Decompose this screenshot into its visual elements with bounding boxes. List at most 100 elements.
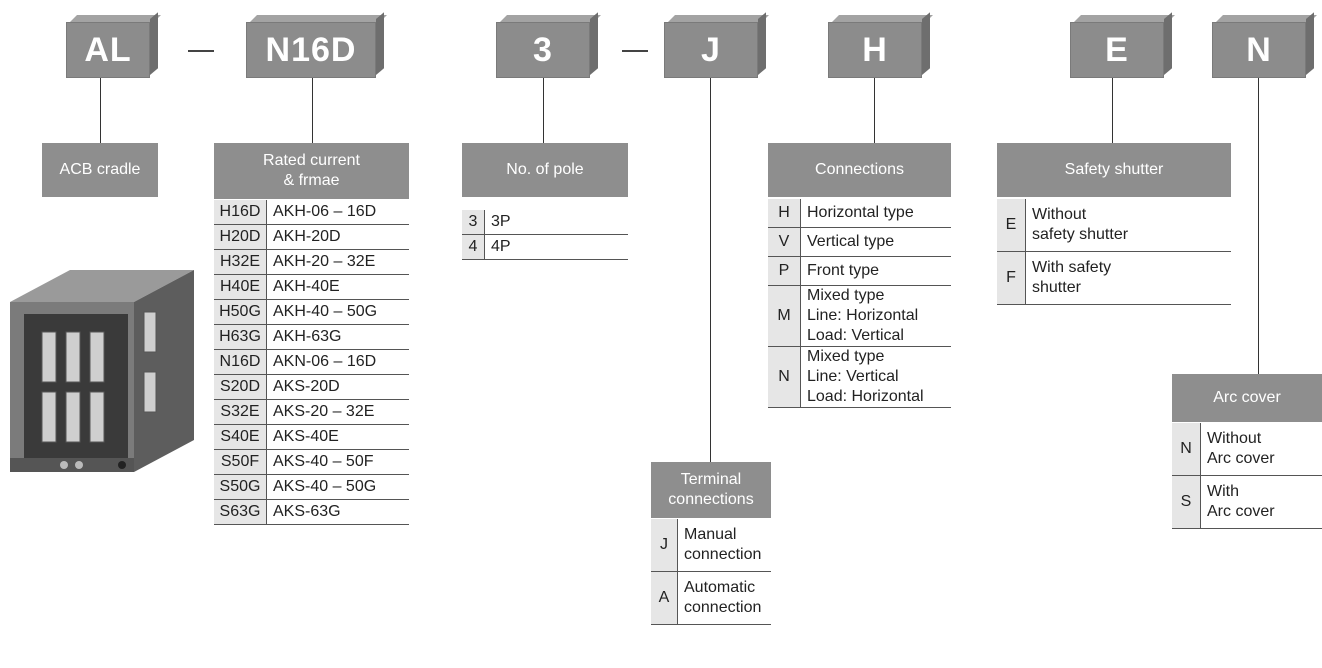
connector-line [874, 78, 875, 143]
option-code: S [1172, 475, 1201, 529]
option-code: N [768, 346, 801, 408]
option-code: H63G [214, 324, 267, 350]
option-description: AKS-63G [266, 499, 409, 525]
option-code: S50G [214, 474, 267, 500]
option-code: 3 [462, 210, 485, 235]
connector-line [312, 78, 313, 143]
option-description: AKH-40E [266, 274, 409, 300]
option-description: 4P [484, 234, 628, 260]
option-description: Without Arc cover [1200, 423, 1322, 476]
option-code: S32E [214, 399, 267, 425]
option-code: V [768, 227, 801, 257]
code-3-text: 3 [533, 30, 553, 69]
option-description: Without safety shutter [1025, 199, 1231, 252]
option-description: Horizontal type [800, 199, 951, 228]
connector-line [710, 78, 711, 462]
option-code: H50G [214, 299, 267, 325]
option-description: With Arc cover [1200, 475, 1322, 529]
option-code: M [768, 285, 801, 347]
option-code: J [651, 519, 678, 572]
option-description: 3P [484, 210, 628, 235]
code-h-text: H [862, 30, 888, 69]
option-description: Front type [800, 256, 951, 286]
code-j-text: J [701, 30, 721, 69]
option-code: H40E [214, 274, 267, 300]
separator-dash [188, 50, 214, 52]
option-code: F [997, 251, 1026, 305]
option-description: AKH-63G [266, 324, 409, 350]
option-description: AKS-40E [266, 424, 409, 450]
option-description: AKH-20D [266, 224, 409, 250]
no-of-pole-header: No. of pole [462, 143, 628, 197]
option-description: AKS-40 – 50G [266, 474, 409, 500]
terminal-connections-header: Terminal connections [651, 462, 771, 518]
option-code: N16D [214, 349, 267, 375]
option-code: S63G [214, 499, 267, 525]
option-description: AKN-06 – 16D [266, 349, 409, 375]
option-code: N [1172, 423, 1201, 476]
connector-line [100, 78, 101, 143]
separator-dash [622, 50, 648, 52]
option-description: Vertical type [800, 227, 951, 257]
connector-line [543, 78, 544, 143]
code-block-h: H [828, 12, 933, 78]
code-block-al: AL [66, 12, 161, 78]
option-code: S40E [214, 424, 267, 450]
option-description: AKH-20 – 32E [266, 249, 409, 275]
code-e-text: E [1105, 30, 1129, 69]
option-code: A [651, 571, 678, 625]
connector-line [1112, 78, 1113, 143]
acb-cradle-image [10, 270, 194, 472]
option-description: Mixed type Line: Vertical Load: Horizont… [800, 346, 951, 408]
option-code: E [997, 199, 1026, 252]
option-code: H32E [214, 249, 267, 275]
option-description: Mixed type Line: Horizontal Load: Vertic… [800, 285, 951, 347]
code-n-text: N [1246, 30, 1272, 69]
acb-cradle-header: ACB cradle [42, 143, 158, 197]
option-description: Manual connection [677, 519, 771, 572]
option-code: H20D [214, 224, 267, 250]
arc-cover-header: Arc cover [1172, 374, 1322, 422]
option-code: H [768, 199, 801, 228]
option-code: S50F [214, 449, 267, 475]
option-description: AKS-20D [266, 374, 409, 400]
code-block-j: J [664, 12, 769, 78]
code-n16d-text: N16D [265, 30, 357, 69]
option-code: 4 [462, 234, 485, 260]
code-block-n16d: N16D [246, 12, 387, 78]
code-block-n: N [1212, 12, 1317, 78]
option-description: AKS-40 – 50F [266, 449, 409, 475]
option-description: AKH-06 – 16D [266, 200, 409, 225]
option-description: AKH-40 – 50G [266, 299, 409, 325]
